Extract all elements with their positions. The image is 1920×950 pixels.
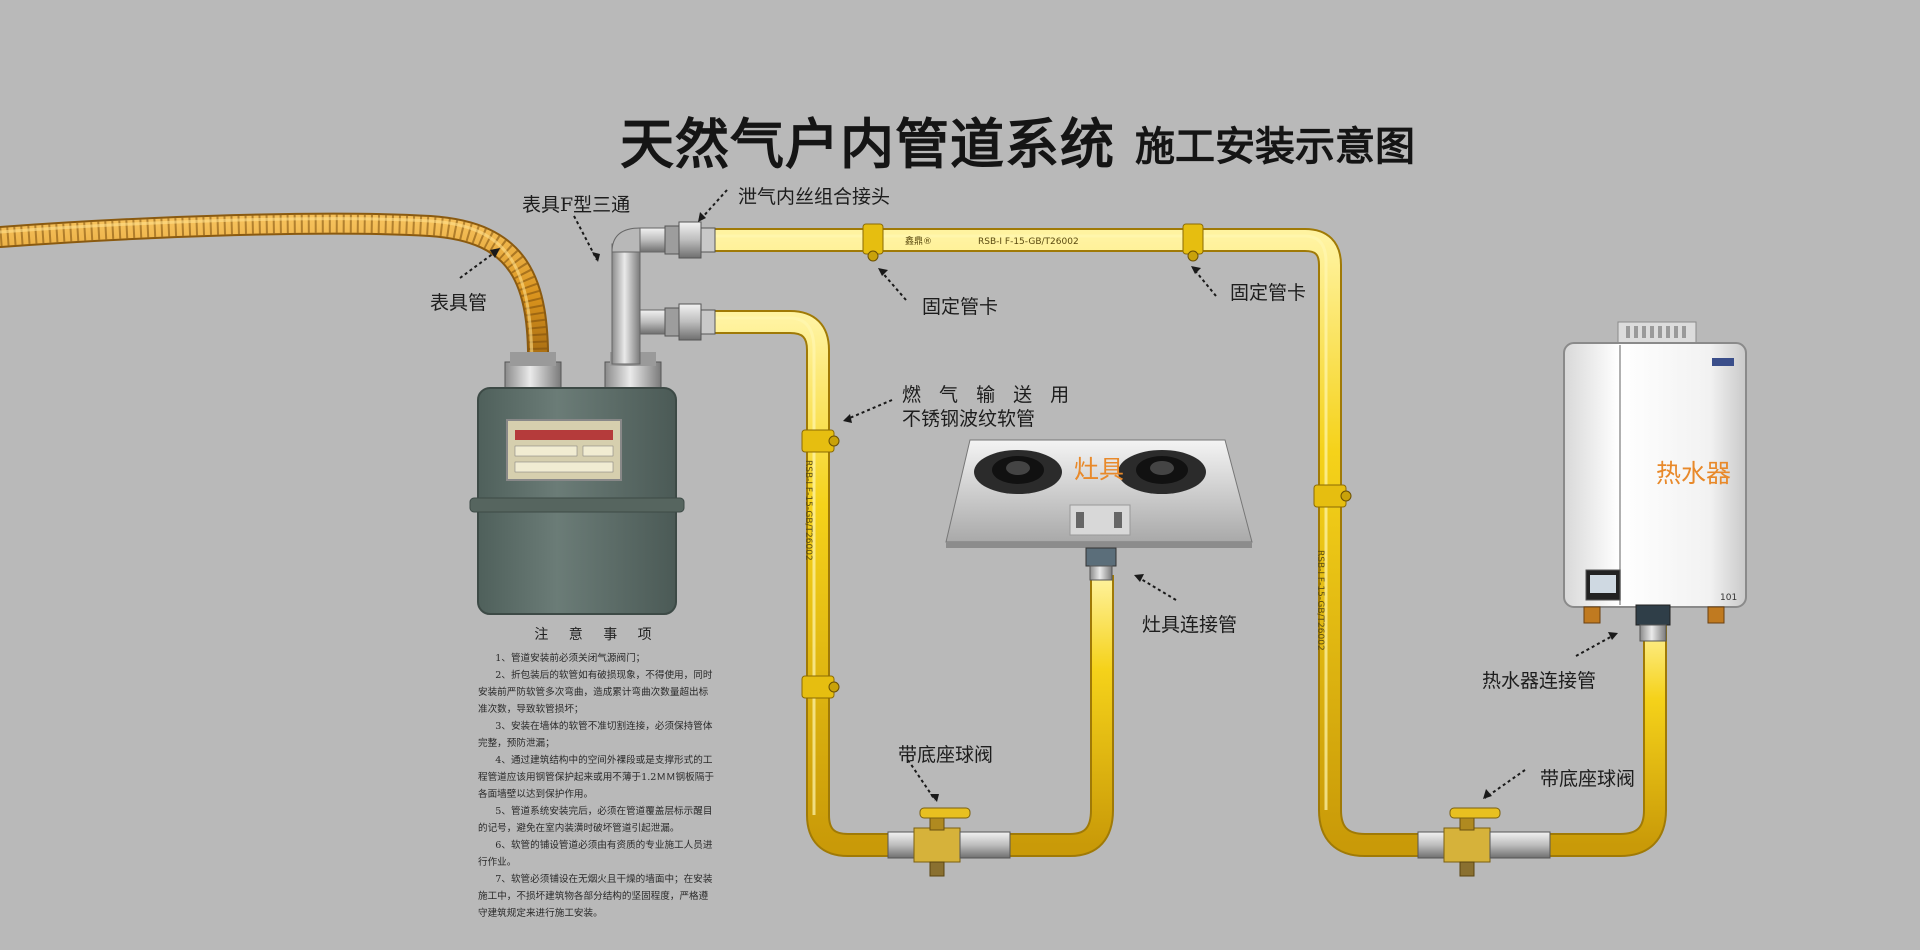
label-meter-tee: 表具F型三通 — [522, 194, 631, 216]
ball-valve-2 — [1417, 807, 1551, 877]
label-ball-valve-2: 带底座球阀 — [1540, 768, 1636, 790]
label-stove-pipe: 灶具连接管 — [1142, 614, 1238, 636]
notes-item-5: 5、管道系统安装完后，必须在管道覆盖层标示醒目的记号，避免在室内装潢时破坏管道引… — [478, 806, 713, 834]
label-clamp-2: 固定管卡 — [1230, 282, 1307, 304]
meter-tee — [611, 227, 673, 365]
arrow-meter-tee — [573, 215, 598, 261]
arrow-gas-hose — [844, 399, 893, 421]
pipe-print-spec-vertical-2: RSB-I F-15-GB/T26002 — [1315, 550, 1325, 651]
leader-arrowheads — [490, 212, 1618, 802]
label-water-heater: 热水器 — [1656, 459, 1732, 488]
ball-valve-1 — [887, 807, 1011, 877]
notes-item-3: 3、安装在墙体的软管不准切割连接，必须保持管体完整，预防泄漏； — [478, 721, 713, 749]
arrow-ball-valve-2 — [1484, 769, 1526, 799]
arrow-clamp-1 — [879, 269, 907, 301]
page-subtitle: 施工安装示意图 — [1135, 123, 1415, 170]
label-heater-pipe: 热水器连接管 — [1482, 670, 1597, 692]
arrow-relief-joint — [699, 189, 728, 221]
stove-burner-left — [974, 450, 1062, 494]
stove — [945, 439, 1253, 581]
label-gas-hose-line1: 燃 气 输 送 用 — [902, 384, 1076, 406]
notes-item-2: 2、折包装后的软管如有破损现象，不得使用，同时安装前严防软管多次弯曲，造成累计弯… — [478, 670, 713, 715]
relief-joint-upper — [664, 221, 716, 259]
pipe-clamp-5 — [1313, 484, 1352, 508]
gas-meter — [469, 352, 685, 615]
label-stove: 灶具 — [1074, 455, 1125, 484]
arrow-stove-pipe — [1135, 575, 1177, 601]
notes-item-4: 4、通过建筑结构中的空间外裸段或是支撑形式的工程管道应该用钢管保护起来或用不薄于… — [478, 755, 714, 800]
relief-joint-lower — [664, 303, 716, 341]
gas-pipe-main — [700, 228, 1667, 857]
pipe-print-brand: 鑫鼎® — [905, 235, 932, 247]
arrow-meter-pipe — [459, 249, 499, 279]
water-heater: 101 — [1563, 321, 1747, 642]
arrow-ball-valve-1 — [907, 759, 936, 801]
pipe-clamp-2 — [1182, 223, 1204, 262]
stove-burner-right — [1118, 450, 1206, 494]
pipe-print-spec: RSB-I F-15-GB/T26002 — [978, 237, 1079, 247]
leader-arrows — [459, 189, 1617, 801]
arrow-heater-pipe — [1575, 633, 1617, 657]
pipe-clamp-1 — [862, 223, 884, 262]
notes-item-7: 7、软管必须铺设在无烟火且干燥的墙面中；在安装施工中，不损坏建筑物各部分结构的坚… — [478, 874, 713, 919]
label-gas-hose-line2: 不锈钢波纹软管 — [902, 408, 1036, 430]
notes-item-6: 6、软管的铺设管道必须由有资质的专业施工人员进行作业。 — [478, 840, 713, 868]
arrow-clamp-2 — [1192, 267, 1217, 297]
label-relief-joint: 泄气内丝组合接头 — [738, 186, 891, 208]
pipe-print-spec-vertical-1: RSB-I F-15-GB/T26002 — [803, 460, 813, 561]
svg-text:101: 101 — [1720, 593, 1737, 603]
gas-pipe-stove — [700, 310, 1114, 857]
meter-pipe — [0, 212, 550, 383]
notes-item-1: 1、管道安装前必须关闭气源阀门； — [495, 653, 646, 664]
page-title: 天然气户内管道系统 — [620, 112, 1115, 176]
label-meter-pipe: 表具管 — [430, 292, 488, 314]
label-ball-valve-1: 带底座球阀 — [898, 744, 994, 766]
pipe-clamp-4 — [801, 675, 840, 699]
label-clamp-1: 固定管卡 — [922, 296, 999, 318]
notes-title: 注 意 事 项 — [534, 627, 660, 643]
notes-panel: 注 意 事 项 1、管道安装前必须关闭气源阀门； 2、折包装后的软管如有破损现象… — [478, 624, 716, 922]
pipe-clamp-3 — [801, 429, 840, 453]
